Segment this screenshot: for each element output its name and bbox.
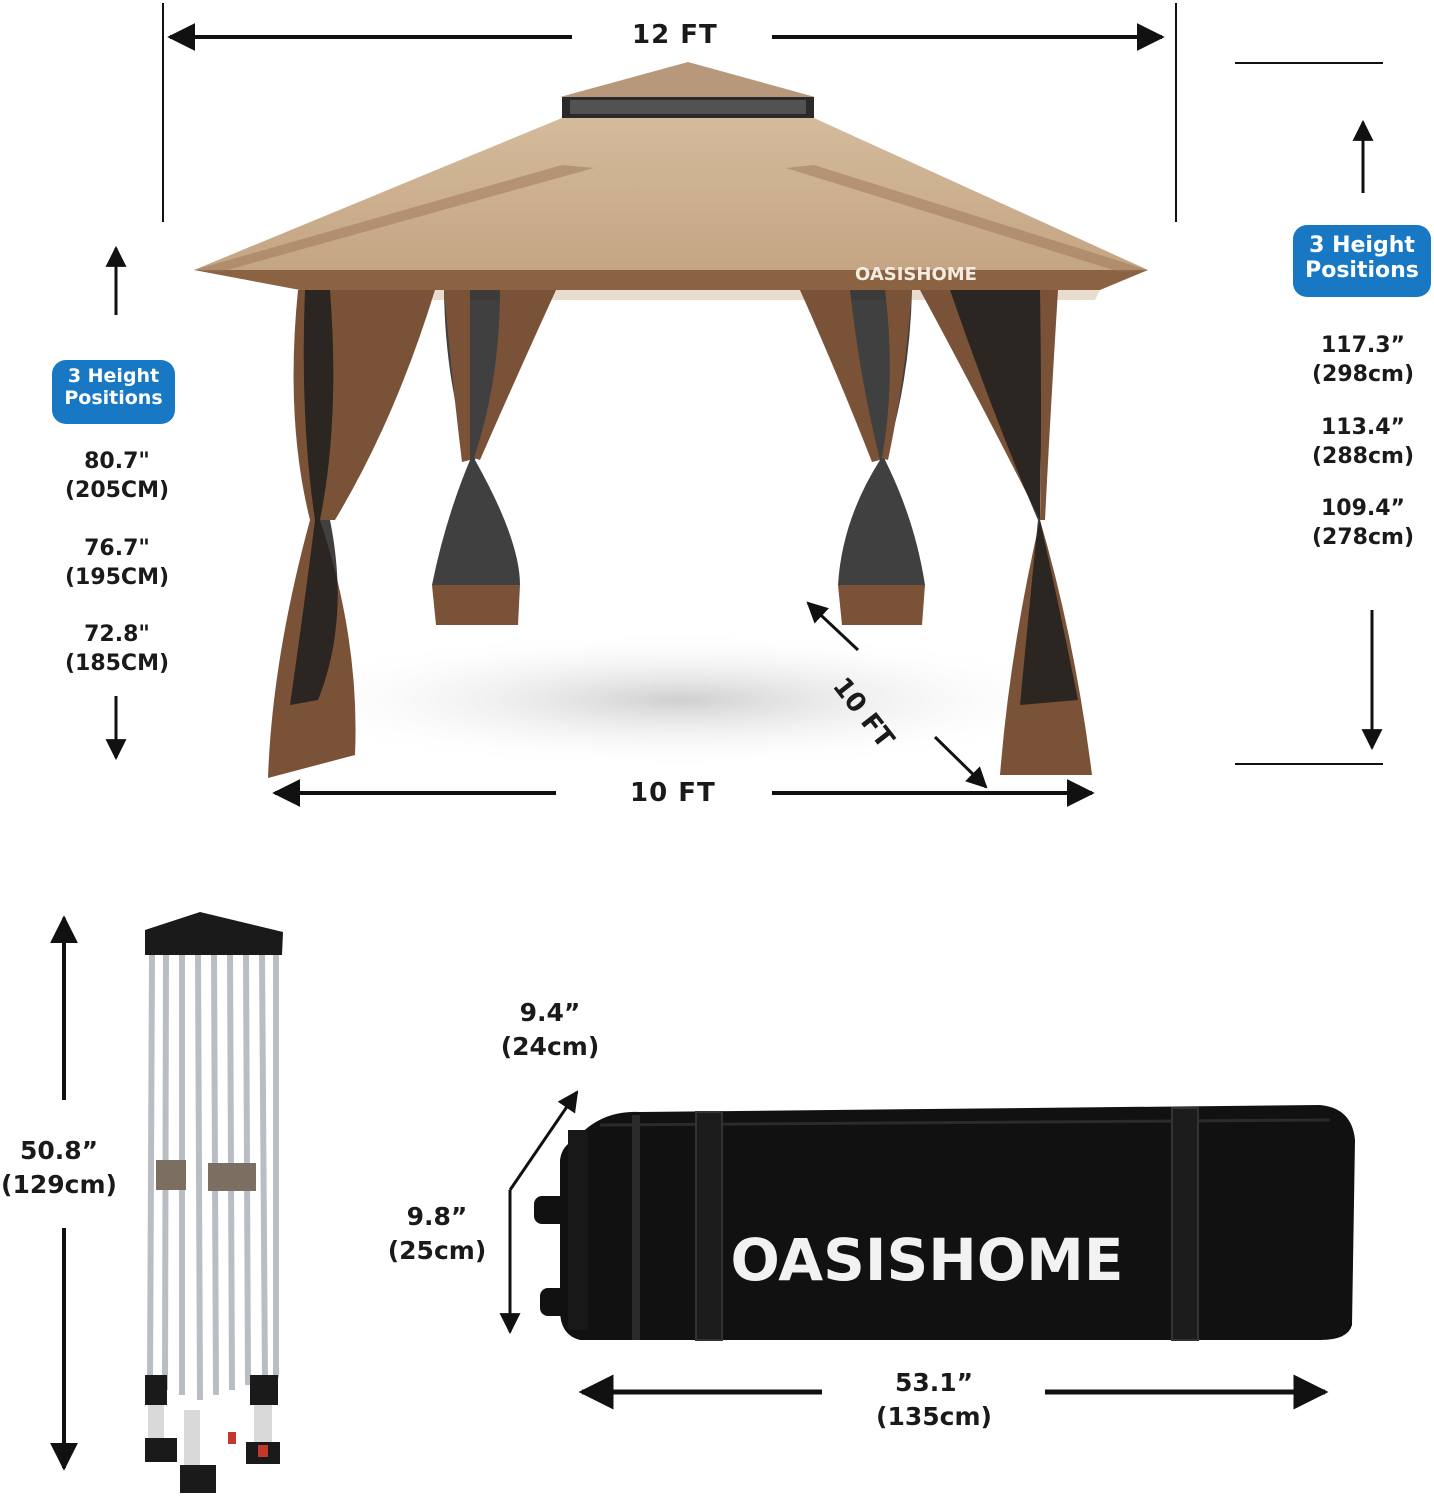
folded-frame-illustration (50, 912, 283, 1493)
bag-depth-label: 9.4” (24cm) (490, 996, 610, 1064)
gazebo-curtains (268, 290, 1092, 778)
bag-length-inch: 53.1” (894, 1368, 974, 1397)
bag-height-label: 9.8” (25cm) (378, 1200, 496, 1268)
left-height-3-cm: (185CM) (64, 650, 170, 676)
carry-bag-illustration (499, 1090, 1355, 1341)
folded-height-inch: 50.8” (19, 1136, 99, 1165)
right-height-badge: 3 Height Positions (1293, 225, 1431, 297)
left-height-2: 76.7" (195CM) (56, 535, 178, 592)
folded-height-label: 50.8” (129cm) (0, 1134, 118, 1202)
right-badge-line1: 3 Height (1309, 233, 1415, 258)
folded-height-cm: (129cm) (1, 1169, 117, 1199)
bag-depth-inch: 9.4” (519, 998, 581, 1027)
left-height-3-inch: 72.8" (84, 622, 150, 647)
right-height-2: 113.4” (288cm) (1298, 414, 1428, 471)
right-height-2-cm: (288cm) (1312, 443, 1414, 469)
left-badge-line2: Positions (64, 386, 163, 409)
left-height-1-cm: (205CM) (64, 477, 170, 503)
right-height-arrows (1235, 62, 1383, 765)
canopy-width-label: 12 FT (632, 20, 718, 50)
left-badge-line1: 3 Height (67, 365, 160, 387)
bag-brand-text: OASISHOME (731, 1226, 1124, 1294)
width-dimension (162, 3, 1177, 222)
bag-height-inch: 9.8” (406, 1202, 468, 1231)
ground-shadow (260, 630, 1100, 770)
bag-length-cm: (135cm) (876, 1401, 992, 1431)
base-dimension (272, 601, 1095, 807)
left-height-1: 80.7" (205CM) (56, 448, 178, 505)
left-height-3: 72.8" (185CM) (56, 621, 178, 678)
left-height-1-inch: 80.7" (84, 449, 150, 474)
left-height-2-inch: 76.7" (84, 536, 150, 561)
right-height-2-inch: 113.4” (1320, 415, 1406, 440)
left-height-badge: 3 Height Positions (52, 360, 175, 424)
bag-depth-cm: (24cm) (500, 1031, 600, 1061)
canopy-brand-text: OASISHOME (855, 264, 977, 285)
right-height-1: 117.3” (298cm) (1298, 332, 1428, 389)
right-badge-line2: Positions (1305, 258, 1419, 284)
right-height-1-cm: (298cm) (1312, 361, 1414, 387)
right-height-3: 109.4” (278cm) (1298, 495, 1428, 552)
base-width-label: 10 FT (630, 778, 716, 808)
gazebo-canopy (194, 62, 1148, 300)
right-height-1-inch: 117.3” (1320, 333, 1406, 358)
right-height-3-inch: 109.4” (1320, 496, 1406, 521)
bag-length-label: 53.1” (135cm) (868, 1366, 1000, 1434)
right-height-3-cm: (278cm) (1312, 524, 1414, 550)
bag-height-cm: (25cm) (387, 1235, 487, 1265)
left-height-2-cm: (195CM) (64, 564, 170, 590)
